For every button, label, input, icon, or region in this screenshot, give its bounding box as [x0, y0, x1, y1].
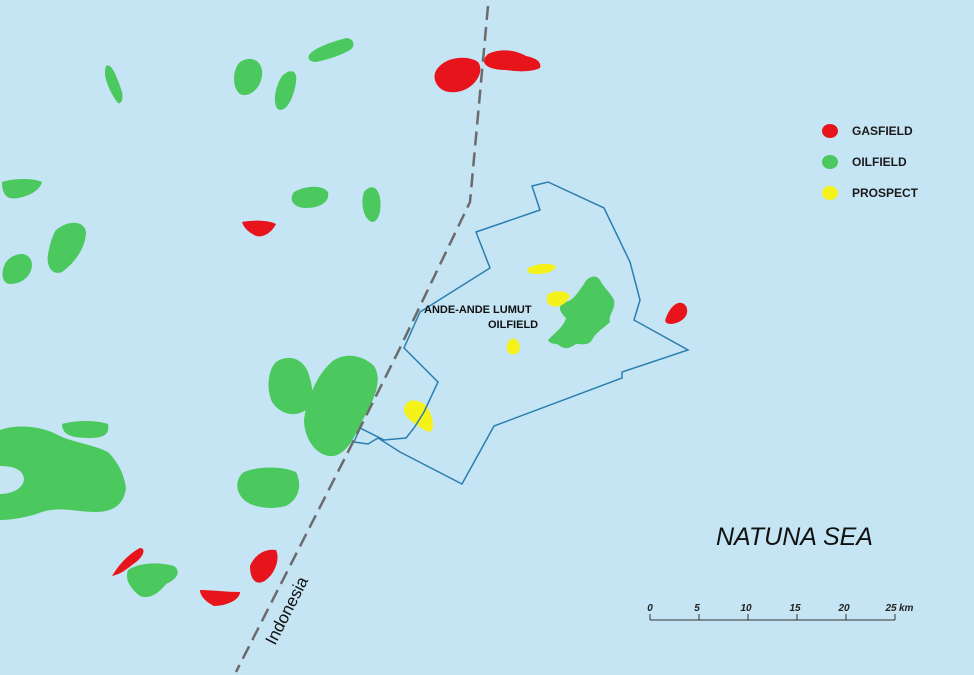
oilfield-shape	[291, 186, 329, 208]
oilfield-shape	[548, 276, 615, 349]
legend-prospect-swatch	[822, 186, 838, 200]
legend-prospect-label: PROSPECT	[852, 186, 919, 200]
scale-label-10: 10	[740, 603, 752, 614]
gasfield-shape	[434, 57, 481, 93]
gasfield-shape	[250, 549, 278, 583]
scale-label-25: 25	[884, 603, 897, 614]
oilfield-shape	[0, 426, 126, 520]
prospect-shape	[527, 263, 556, 274]
legend-oilfield-swatch	[822, 155, 838, 169]
prospect-shape	[546, 291, 570, 307]
oilfields	[0, 38, 615, 598]
oilfield-shape	[104, 65, 123, 104]
licence-block-outline	[352, 181, 690, 486]
oilfield-shape	[308, 38, 354, 62]
legend-gasfield-label: GASFIELD	[852, 124, 913, 138]
scale-bar	[649, 614, 896, 621]
gasfield-shape	[242, 220, 276, 237]
gasfields	[112, 50, 688, 606]
gasfield-shape	[112, 548, 144, 576]
gasfield-shape	[665, 302, 688, 324]
prospects	[403, 263, 570, 432]
border-line	[234, 5, 490, 673]
oilfield-shape	[47, 222, 86, 273]
oilfield-shape	[237, 467, 300, 508]
scale-label-20: 20	[837, 603, 850, 614]
oilfield-label-line1: ANDE-ANDE LUMUT	[424, 304, 532, 316]
legend-oilfield-label: OILFIELD	[852, 155, 907, 169]
oilfield-shape	[268, 357, 313, 415]
scale-label-15: 15	[789, 603, 801, 614]
gasfield-shape	[484, 50, 541, 72]
oilfield-shape	[304, 355, 378, 457]
oilfield-shape	[274, 71, 297, 110]
oilfield-shape	[2, 179, 42, 199]
oilfield-shape	[2, 254, 33, 284]
scale-unit-label: km	[899, 603, 914, 614]
scale-bar-labels: 0 5 10 15 20 25 km	[647, 603, 913, 614]
oilfield-shape	[362, 187, 381, 222]
oilfield-shape	[234, 58, 263, 96]
gasfield-shape	[200, 590, 240, 606]
scale-label-5: 5	[694, 603, 700, 614]
oilfield-shape	[62, 421, 109, 438]
scale-label-0: 0	[647, 603, 653, 614]
oilfield-label-line2: OILFIELD	[488, 319, 538, 331]
oilfield-shape	[126, 563, 178, 598]
prospect-shape	[506, 338, 520, 355]
sea-label: NATUNA SEA	[716, 523, 873, 551]
legend: GASFIELD OILFIELD PROSPECT	[822, 124, 919, 200]
legend-gasfield-swatch	[822, 124, 838, 138]
